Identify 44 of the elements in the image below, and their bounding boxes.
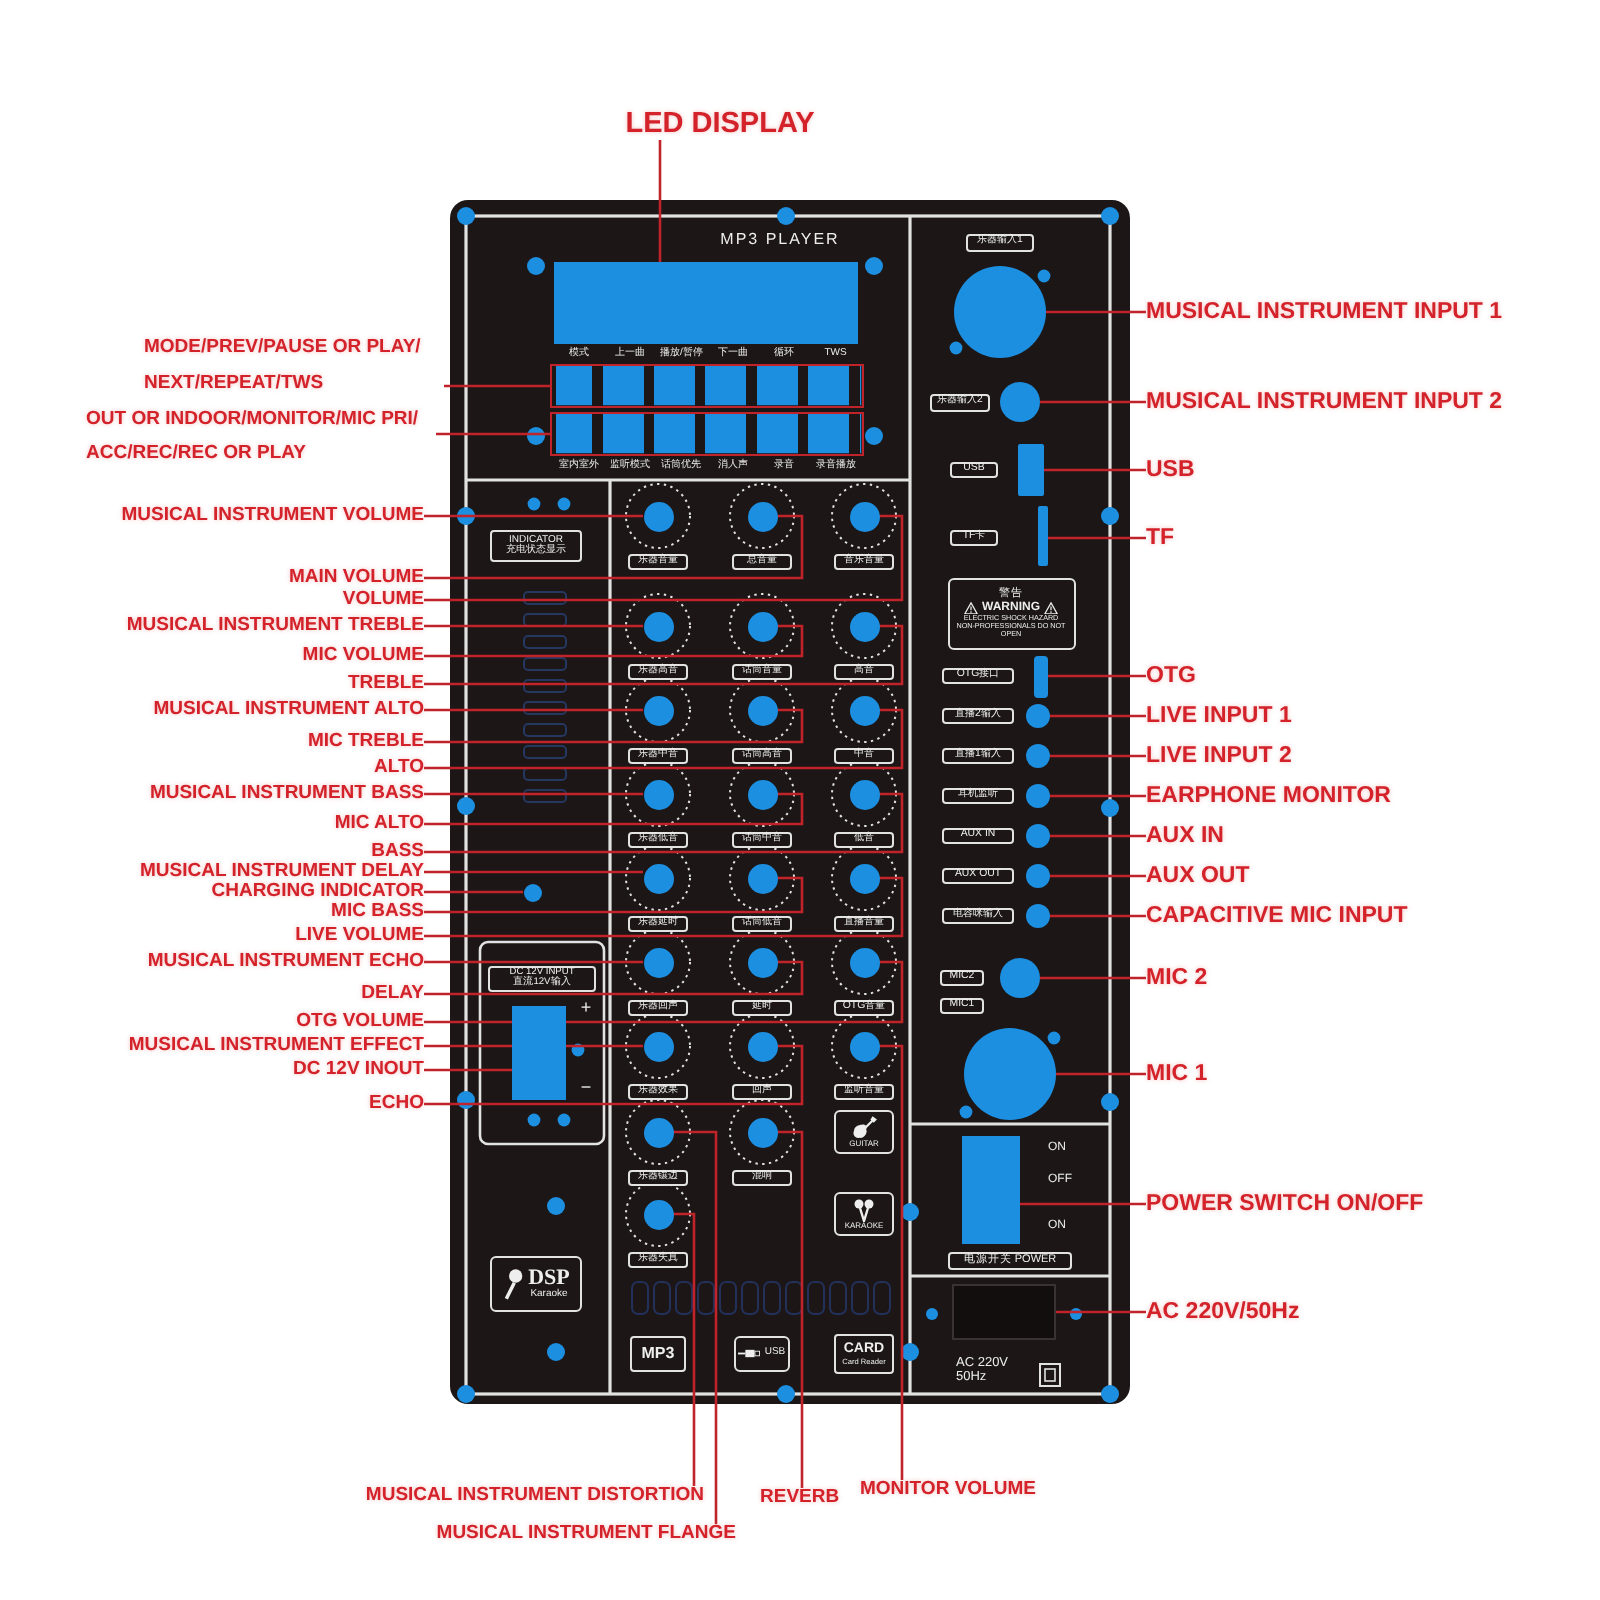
- callout-label: MUSICAL INSTRUMENT TREBLE: [126, 616, 424, 636]
- callout-label: LIVE INPUT 2: [1146, 742, 1292, 770]
- callout-label: EARPHONE MONITOR: [1146, 782, 1391, 810]
- callout-label: MIC TREBLE: [307, 732, 424, 752]
- callout-label: TF: [1146, 524, 1175, 552]
- callout-label: MIC ALTO: [334, 814, 424, 834]
- callout-label: LED DISPLAY: [625, 108, 815, 140]
- callout-label: LIVE VOLUME: [295, 926, 424, 946]
- callout-label: LIVE INPUT 1: [1146, 702, 1292, 730]
- callout-label: MUSICAL INSTRUMENT INPUT 1: [1146, 298, 1503, 326]
- callout-label: OUT OR INDOOR/MONITOR/MIC PRI/ ACC/REC/REC OR PLAY: [86, 402, 436, 470]
- callout-label: MUSICAL INSTRUMENT ECHO: [147, 952, 424, 972]
- callout-label: MUSICAL INSTRUMENT BASS: [149, 784, 424, 804]
- callout-label: CHARGING INDICATOR: [211, 882, 424, 902]
- callout-label: MONITOR VOLUME: [860, 1480, 1036, 1500]
- callout-label: MUSICAL INSTRUMENT DELAY: [140, 862, 424, 882]
- callout-label: BASS: [371, 842, 424, 862]
- callout-label: OTG VOLUME: [296, 1012, 424, 1032]
- callout-label: MAIN VOLUME: [288, 568, 424, 588]
- callout-label: MUSICAL INSTRUMENT DISTORTION: [365, 1486, 704, 1506]
- callout-label: CAPACITIVE MIC INPUT: [1146, 902, 1408, 930]
- callout-label: MIC 1: [1146, 1060, 1208, 1088]
- callout-label: USB: [1146, 456, 1195, 484]
- callout-label: MIC BASS: [331, 902, 424, 922]
- callout-label: MUSICAL INSTRUMENT EFFECT: [128, 1036, 424, 1056]
- callout-label: MUSICAL INSTRUMENT FLANGE: [436, 1524, 736, 1544]
- callout-label: REVERB: [760, 1488, 840, 1508]
- callout-label: AUX OUT: [1146, 862, 1250, 890]
- callout-label: POWER SWITCH ON/OFF: [1146, 1190, 1424, 1218]
- callout-label: OTG: [1146, 662, 1196, 690]
- callout-label: MODE/PREV/PAUSE OR PLAY/ NEXT/REPEAT/TWS: [144, 330, 444, 402]
- callout-label: DC 12V INOUT: [293, 1060, 424, 1080]
- callout-label: MUSICAL INSTRUMENT INPUT 2: [1146, 388, 1503, 416]
- callout-label: DELAY: [361, 984, 424, 1004]
- callout-label: MIC 2: [1146, 964, 1208, 992]
- callout-label: MIC VOLUME: [302, 646, 424, 666]
- callout-label: ALTO: [374, 758, 424, 778]
- callout-label: MUSICAL INSTRUMENT VOLUME: [121, 506, 424, 526]
- callout-label: AUX IN: [1146, 822, 1224, 850]
- callout-label: VOLUME: [342, 590, 424, 610]
- callout-label: MUSICAL INSTRUMENT ALTO: [153, 700, 424, 720]
- callout-label: AC 220V/50Hz: [1146, 1298, 1300, 1326]
- callout-label: TREBLE: [348, 674, 424, 694]
- callout-label: ECHO: [369, 1094, 424, 1114]
